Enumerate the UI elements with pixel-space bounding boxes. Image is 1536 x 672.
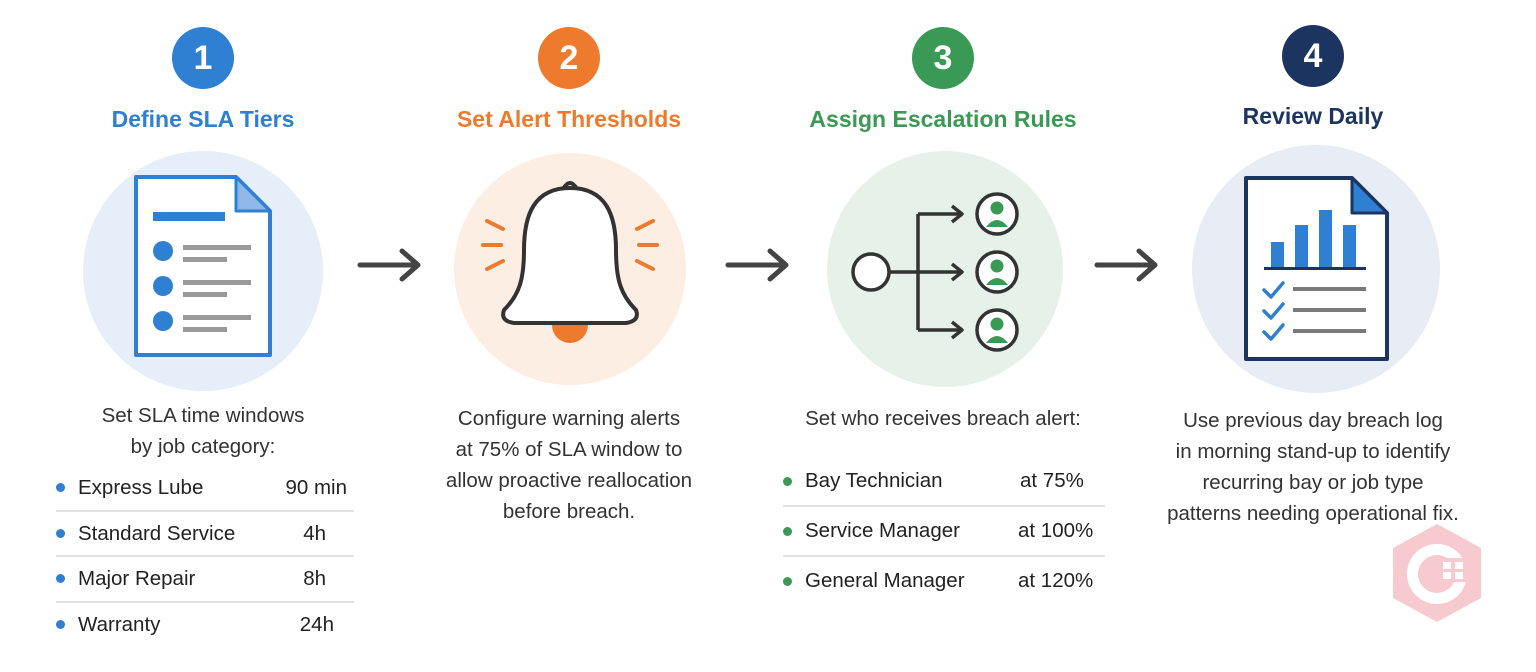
sla-tier-list: Express Lube 90 min Standard Service 4h …: [56, 466, 354, 648]
item-value: 24h: [299, 612, 334, 636]
step-title: Assign Escalation Rules: [809, 106, 1077, 132]
step-description: Configure warning alerts at 75% of SLA w…: [399, 403, 739, 527]
step-description: Set SLA time windows by job category:: [33, 400, 373, 462]
bullet-dot: [56, 619, 65, 629]
item-label: Standard Service: [78, 521, 236, 545]
list-item: Warranty 24h: [56, 603, 354, 649]
bell-alert-icon: [481, 181, 659, 343]
escalation-rule-list: Bay Technician at 75% Service Manager at…: [783, 457, 1105, 607]
item-label: General Manager: [805, 569, 965, 592]
step-title: Set Alert Thresholds: [456, 106, 682, 132]
document-list-icon: [134, 175, 272, 357]
list-item: General Manager at 120%: [783, 557, 1105, 607]
item-value: at 100%: [1018, 519, 1094, 542]
step-number-badge: 1: [172, 27, 234, 89]
bullet-dot: [783, 527, 792, 536]
item-label: Service Manager: [805, 519, 960, 542]
arrow-right-icon: [1094, 248, 1158, 282]
item-value: 8h: [303, 567, 326, 590]
step-number-badge: 3: [912, 27, 974, 89]
description-line: by job category:: [130, 435, 276, 458]
bullet-dot: [56, 528, 65, 538]
list-item: Major Repair 8h: [56, 557, 354, 603]
person-icon: [975, 308, 1019, 352]
list-item: Service Manager at 100%: [783, 507, 1105, 557]
step-description: Set who receives breach alert:: [773, 403, 1113, 434]
bullet-dot: [56, 483, 65, 492]
bullet-dot: [783, 577, 792, 586]
description-line: patterns needing operational fix.: [1167, 502, 1459, 525]
arrow-right-icon: [357, 248, 421, 282]
item-label: Warranty: [78, 612, 161, 636]
item-label: Major Repair: [78, 567, 196, 590]
bullet-dot: [56, 574, 65, 583]
person-icon: [975, 192, 1019, 236]
item-value: 90 min: [285, 476, 347, 499]
person-icon: [975, 250, 1019, 294]
step-description: Use previous day breach log in morning s…: [1143, 405, 1483, 529]
description-line: recurring bay or job type: [1202, 471, 1424, 494]
escalation-tree-icon: [851, 192, 1019, 352]
description-line: Set who receives breach alert:: [805, 407, 1081, 430]
item-label: Express Lube: [78, 476, 204, 499]
description-line: at 75% of SLA window to: [455, 438, 683, 461]
item-value: 4h: [303, 521, 326, 545]
description-line: Use previous day breach log: [1183, 409, 1443, 432]
item-value: at 120%: [1018, 569, 1094, 592]
step-title: Review Daily: [1242, 103, 1384, 129]
step-number-badge: 4: [1282, 25, 1344, 87]
list-item: Express Lube 90 min: [56, 466, 354, 512]
bullet-dot: [783, 477, 792, 486]
item-label: Bay Technician: [805, 469, 943, 492]
step-title: Define SLA Tiers: [111, 106, 295, 132]
description-line: Set SLA time windows: [101, 404, 305, 427]
description-line: before breach.: [502, 500, 636, 523]
description-line: Configure warning alerts: [457, 407, 681, 430]
list-item: Bay Technician at 75%: [783, 457, 1105, 507]
description-line: allow proactive reallocation: [445, 469, 693, 492]
description-line: in morning stand-up to identify: [1175, 440, 1451, 463]
arrow-right-icon: [725, 248, 789, 282]
list-item: Standard Service 4h: [56, 512, 354, 557]
item-value: at 75%: [1020, 469, 1084, 492]
report-chart-icon: [1244, 176, 1389, 361]
watermark-logo-icon: [1393, 524, 1481, 622]
step-number-badge: 2: [538, 27, 600, 89]
